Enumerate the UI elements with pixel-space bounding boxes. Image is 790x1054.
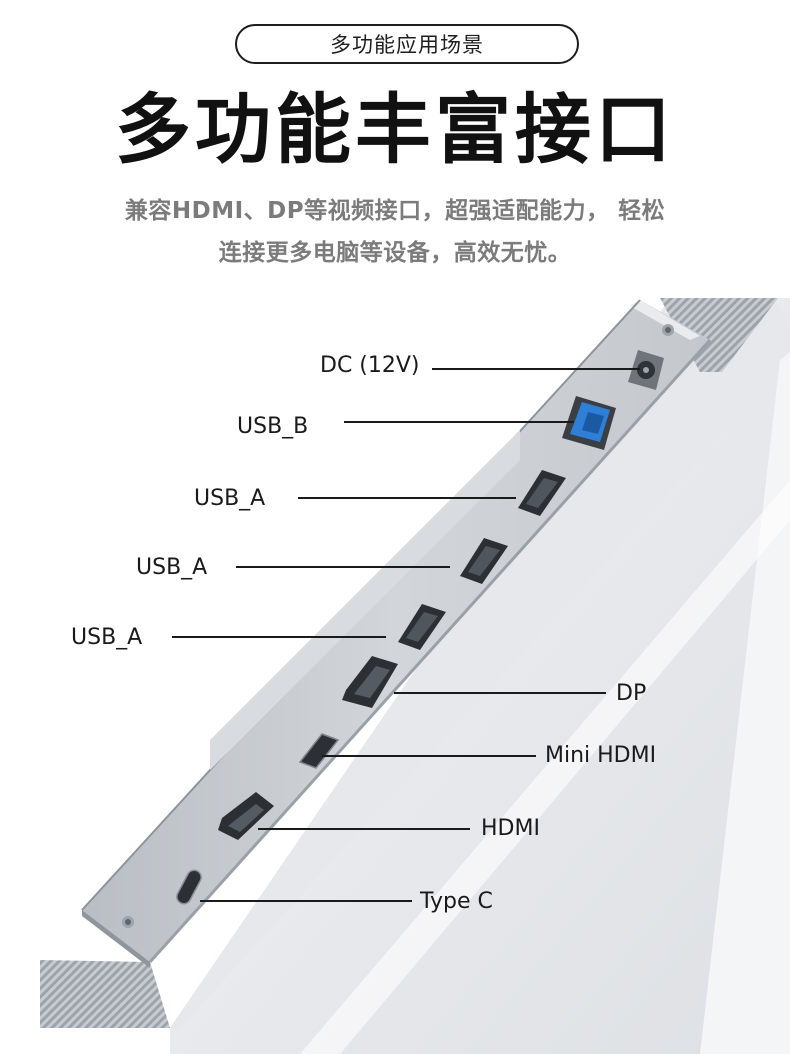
page-description: 兼容HDMI、DP等视频接口，超强适配能力， 轻松 连接更多电脑等设备，高效无忧… bbox=[40, 190, 750, 274]
usb-a-port-2 bbox=[460, 538, 508, 584]
usb-a-1-leader-line bbox=[298, 497, 516, 499]
usb-a-3-label: USB_A bbox=[71, 625, 143, 650]
device-body bbox=[170, 298, 790, 1054]
hdmi-label: HDMI bbox=[481, 816, 540, 841]
section-tag: 多功能应用场景 bbox=[235, 24, 579, 64]
heat-sink-top bbox=[660, 298, 778, 372]
device-illustration bbox=[40, 298, 790, 1054]
dp-leader-line bbox=[394, 692, 606, 694]
heat-sink-bottom bbox=[40, 960, 170, 1028]
usb-b-label: USB_B bbox=[237, 414, 309, 439]
usb-a-2-leader-line bbox=[236, 566, 450, 568]
port-panel bbox=[81, 299, 712, 968]
usb-a-1-label: USB_A bbox=[194, 486, 266, 511]
usb-a-port-1 bbox=[518, 470, 566, 516]
screw-top bbox=[662, 324, 674, 336]
type-c-leader-line bbox=[200, 900, 412, 902]
usb-b-leader-line bbox=[344, 421, 574, 423]
usb-b-port bbox=[562, 396, 616, 450]
hdmi-port bbox=[218, 792, 274, 840]
mini-hdmi-leader-line bbox=[322, 755, 536, 757]
page-title: 多功能丰富接口 bbox=[115, 85, 675, 174]
type-c-port bbox=[176, 869, 202, 905]
dp-port bbox=[342, 656, 398, 708]
usb-a-port-3 bbox=[398, 604, 446, 650]
mini-hdmi-label: Mini HDMI bbox=[545, 743, 657, 768]
usb-a-3-leader-line bbox=[172, 636, 386, 638]
dp-label: DP bbox=[616, 681, 647, 706]
description-line-2: 连接更多电脑等设备，高效无忧。 bbox=[218, 240, 572, 266]
usb-a-2-label: USB_A bbox=[136, 555, 208, 580]
dc-leader-line bbox=[432, 368, 640, 370]
type-c-label: Type C bbox=[420, 889, 493, 914]
description-line-1: 兼容HDMI、DP等视频接口，超强适配能力， 轻松 bbox=[124, 198, 666, 224]
section-tag-text: 多功能应用场景 bbox=[330, 33, 484, 57]
hdmi-leader-line bbox=[258, 828, 470, 830]
dc-port bbox=[628, 350, 664, 390]
mini-hdmi-port bbox=[298, 733, 340, 769]
dc-label: DC (12V) bbox=[320, 353, 420, 378]
screw-bottom bbox=[122, 916, 134, 928]
